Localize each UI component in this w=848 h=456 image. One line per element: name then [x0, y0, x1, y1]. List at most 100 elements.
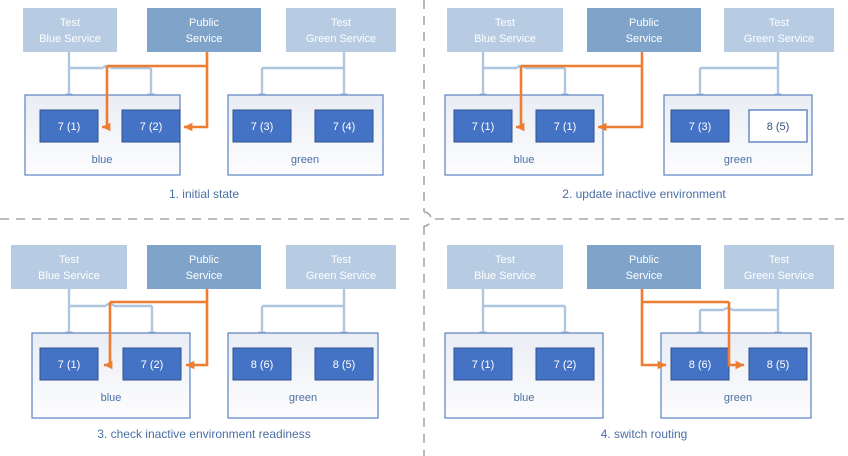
service-label-line2: Green Service — [744, 33, 814, 45]
environment-label-green: green — [724, 392, 752, 404]
arrows-public-routing — [103, 289, 209, 370]
panel-caption: 3. check inactive environment readiness — [97, 427, 310, 441]
service-label-line2: Service — [186, 33, 223, 45]
divider-vertical — [423, 0, 432, 456]
service-label-line2: Green Service — [306, 33, 376, 45]
instance-label: 7 (2) — [554, 359, 577, 371]
service-box-test-green-service[interactable] — [724, 8, 834, 52]
service-box-test-blue-service[interactable] — [447, 8, 563, 52]
service-box-public-service[interactable] — [147, 8, 261, 52]
instance-box[interactable] — [453, 347, 513, 381]
service-label-line2: Service — [626, 33, 663, 45]
instance-box-pending[interactable] — [748, 109, 808, 143]
instance-label: 7 (1) — [472, 359, 495, 371]
instance-box[interactable] — [453, 109, 513, 143]
arrow-public-to-inst2 — [727, 302, 745, 370]
service-box-test-blue-service[interactable] — [23, 8, 117, 52]
arrows-blue-test — [479, 289, 569, 339]
arrow-public-to-inst2 — [183, 66, 209, 132]
service-box-test-green-service[interactable] — [286, 8, 396, 52]
instance-label: 7 (1) — [58, 121, 81, 133]
environment-label-blue: blue — [514, 392, 535, 404]
service-label-line2: Service — [186, 270, 223, 282]
service-label-line1: Test — [59, 254, 79, 266]
service-box-test-green-service[interactable] — [286, 245, 396, 289]
instance-box[interactable] — [535, 109, 595, 143]
panel-4: blue green 7 (1) 7 (2) 8 (6) 8 (5) Test … — [444, 245, 834, 441]
instance-label: 8 (5) — [767, 121, 790, 133]
arrow-public-to-inst2 — [597, 66, 644, 132]
instance-label: 7 (1) — [554, 121, 577, 133]
arrow-public-to-inst1 — [515, 66, 525, 132]
panel-caption: 4. switch routing — [601, 427, 688, 441]
service-box-test-green-service[interactable] — [724, 245, 834, 289]
instance-box[interactable] — [39, 347, 99, 381]
service-label-line2: Service — [626, 270, 663, 282]
service-label-line2: Blue Service — [474, 270, 536, 282]
instance-box[interactable] — [314, 109, 374, 143]
arrows-public-routing — [640, 289, 745, 370]
arrows-blue-test — [65, 52, 155, 101]
environment-label-green: green — [724, 154, 752, 166]
panel-3: blue green 7 (1) 7 (2) 8 (6) 8 (5) Test … — [11, 245, 396, 441]
service-label-line1: Public — [189, 254, 219, 266]
instance-label: 7 (3) — [251, 121, 274, 133]
arrow-public-to-inst1 — [103, 302, 113, 370]
service-box-test-blue-service[interactable] — [11, 245, 127, 289]
instance-label: 8 (5) — [333, 359, 356, 371]
panel-caption: 1. initial state — [169, 187, 239, 201]
service-label-line1: Test — [331, 17, 351, 29]
arrow-public-to-inst2 — [185, 302, 209, 370]
service-label-line1: Test — [495, 254, 515, 266]
service-label-line1: Test — [495, 17, 515, 29]
environment-label-blue: blue — [101, 392, 122, 404]
service-box-public-service[interactable] — [587, 8, 701, 52]
service-label-line2: Green Service — [306, 270, 376, 282]
instance-box[interactable] — [535, 347, 595, 381]
instance-box[interactable] — [121, 109, 181, 143]
service-label-line2: Green Service — [744, 270, 814, 282]
arrows-blue-test — [479, 52, 569, 101]
service-label-line1: Test — [769, 254, 789, 266]
arrow-public-to-inst1 — [640, 302, 667, 370]
arrows-public-routing — [101, 52, 209, 132]
service-label-line1: Public — [189, 17, 219, 29]
instance-box[interactable] — [232, 347, 292, 381]
arrows-public-routing — [515, 52, 644, 132]
instance-label: 7 (1) — [472, 121, 495, 133]
instance-label: 8 (6) — [689, 359, 712, 371]
service-label-line2: Blue Service — [38, 270, 100, 282]
service-label-line2: Blue Service — [474, 33, 536, 45]
arrows-green-test — [696, 289, 782, 339]
environment-label-green: green — [291, 154, 319, 166]
environment-label-blue: blue — [514, 154, 535, 166]
instance-box[interactable] — [122, 347, 182, 381]
instance-label: 7 (1) — [58, 359, 81, 371]
arrow-public-to-inst1 — [101, 66, 111, 132]
instance-box[interactable] — [670, 347, 730, 381]
service-label-line1: Test — [769, 17, 789, 29]
instance-box[interactable] — [232, 109, 292, 143]
service-box-public-service[interactable] — [147, 245, 261, 289]
service-label-line2: Blue Service — [39, 33, 101, 45]
service-label-line1: Test — [331, 254, 351, 266]
instance-label: 8 (5) — [767, 359, 790, 371]
instance-box[interactable] — [748, 347, 808, 381]
panel-2: blue green 7 (1) 7 (1) 7 (3) 8 (5) Test … — [444, 8, 834, 201]
instance-label: 8 (6) — [251, 359, 274, 371]
service-box-public-service[interactable] — [587, 245, 701, 289]
instance-box[interactable] — [39, 109, 99, 143]
instance-label: 7 (2) — [140, 121, 163, 133]
arrows-green-test — [258, 52, 348, 101]
service-box-test-blue-service[interactable] — [447, 245, 563, 289]
environment-label-blue: blue — [92, 154, 113, 166]
service-label-line1: Public — [629, 17, 659, 29]
instance-box[interactable] — [314, 347, 374, 381]
service-label-line1: Test — [60, 17, 80, 29]
instance-box[interactable] — [670, 109, 730, 143]
instance-label: 7 (2) — [141, 359, 164, 371]
environment-label-green: green — [289, 392, 317, 404]
